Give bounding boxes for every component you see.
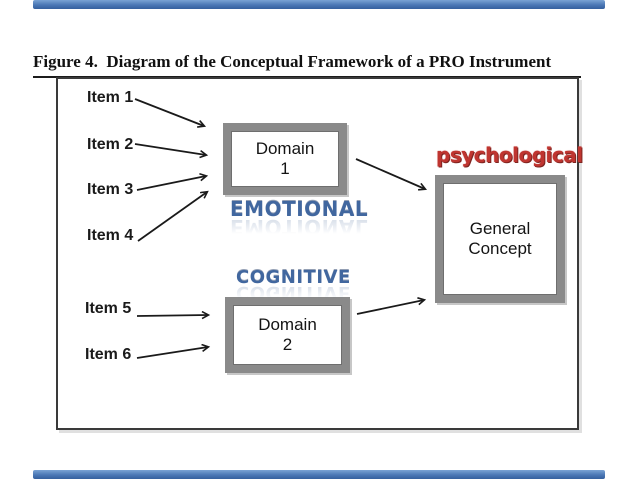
general-concept-label-line2: Concept: [468, 239, 532, 258]
emotional-wordart: EMOTIONAL EMOTIONAL: [230, 197, 368, 239]
domain-2-label-line2: 2: [282, 335, 293, 354]
emotional-reflection: EMOTIONAL: [230, 215, 369, 239]
domain-1-label-line2: 1: [280, 159, 290, 178]
psychological-wordart: psychological: [436, 143, 583, 167]
domain-1-box: Domain 1: [223, 123, 347, 195]
general-concept-label-line1: General: [469, 219, 531, 238]
domain-2-box: Domain 2: [225, 297, 350, 373]
item-4-label: Item 4: [87, 227, 134, 244]
item-2-label: Item 2: [87, 136, 134, 153]
slide-bottom-accent-bar: [33, 470, 605, 479]
cognitive-wordart: COGNITIVE COGNITIVE: [236, 267, 351, 303]
general-concept-box: General Concept: [435, 175, 565, 303]
item-3-label: Item 3: [87, 181, 134, 198]
item-6-label: Item 6: [85, 346, 132, 363]
cognitive-text: COGNITIVE: [236, 267, 351, 288]
emotional-text: EMOTIONAL: [230, 197, 369, 221]
figure-caption: Figure 4. Diagram of the Conceptual Fram…: [33, 52, 581, 78]
item-1-label: Item 1: [87, 89, 134, 106]
domain-1-label-line1: Domain: [255, 139, 315, 158]
slide-top-accent-bar: [33, 0, 605, 9]
cognitive-reflection: COGNITIVE: [236, 282, 351, 303]
domain-2-label-line1: Domain: [258, 315, 317, 334]
item-5-label: Item 5: [85, 300, 132, 317]
